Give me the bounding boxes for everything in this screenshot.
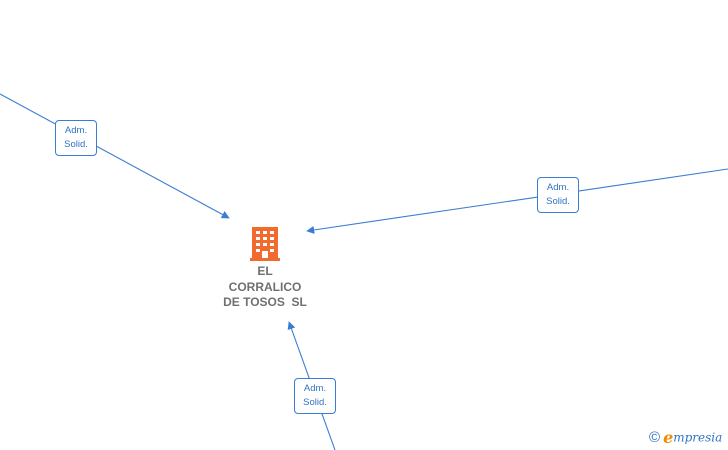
edge-line-top-left xyxy=(0,93,230,219)
company-name-line-1: EL xyxy=(257,264,273,278)
edge-line-right xyxy=(306,168,728,234)
building-icon xyxy=(250,227,280,261)
copyright-symbol: © xyxy=(649,429,661,446)
brand-logo-text: mpresia xyxy=(673,430,723,445)
company-name-line-3: DE TOSOS SL xyxy=(223,295,307,309)
company-node[interactable]: EL CORRALICO DE TOSOS SL xyxy=(205,226,325,311)
relation-role-line-2: Solid. xyxy=(546,196,570,207)
brand-logo-initial: e xyxy=(663,428,674,447)
company-name[interactable]: EL CORRALICO DE TOSOS SL xyxy=(205,264,325,311)
relation-label-right[interactable]: Adm. Solid. xyxy=(537,177,579,213)
relation-label-top-left[interactable]: Adm. Solid. xyxy=(55,120,97,156)
company-name-line-2: CORRALICO xyxy=(228,279,302,294)
relation-role-line-2: Solid. xyxy=(303,397,327,408)
empresia-watermark: ©empresia xyxy=(649,428,722,448)
relation-role-line-1: Adm. xyxy=(64,125,88,136)
relation-role-line-1: Adm. xyxy=(303,383,327,394)
relation-label-bottom[interactable]: Adm. Solid. xyxy=(294,378,336,414)
relation-role-line-1: Adm. xyxy=(546,182,570,193)
relation-role-line-2: Solid. xyxy=(64,139,88,150)
